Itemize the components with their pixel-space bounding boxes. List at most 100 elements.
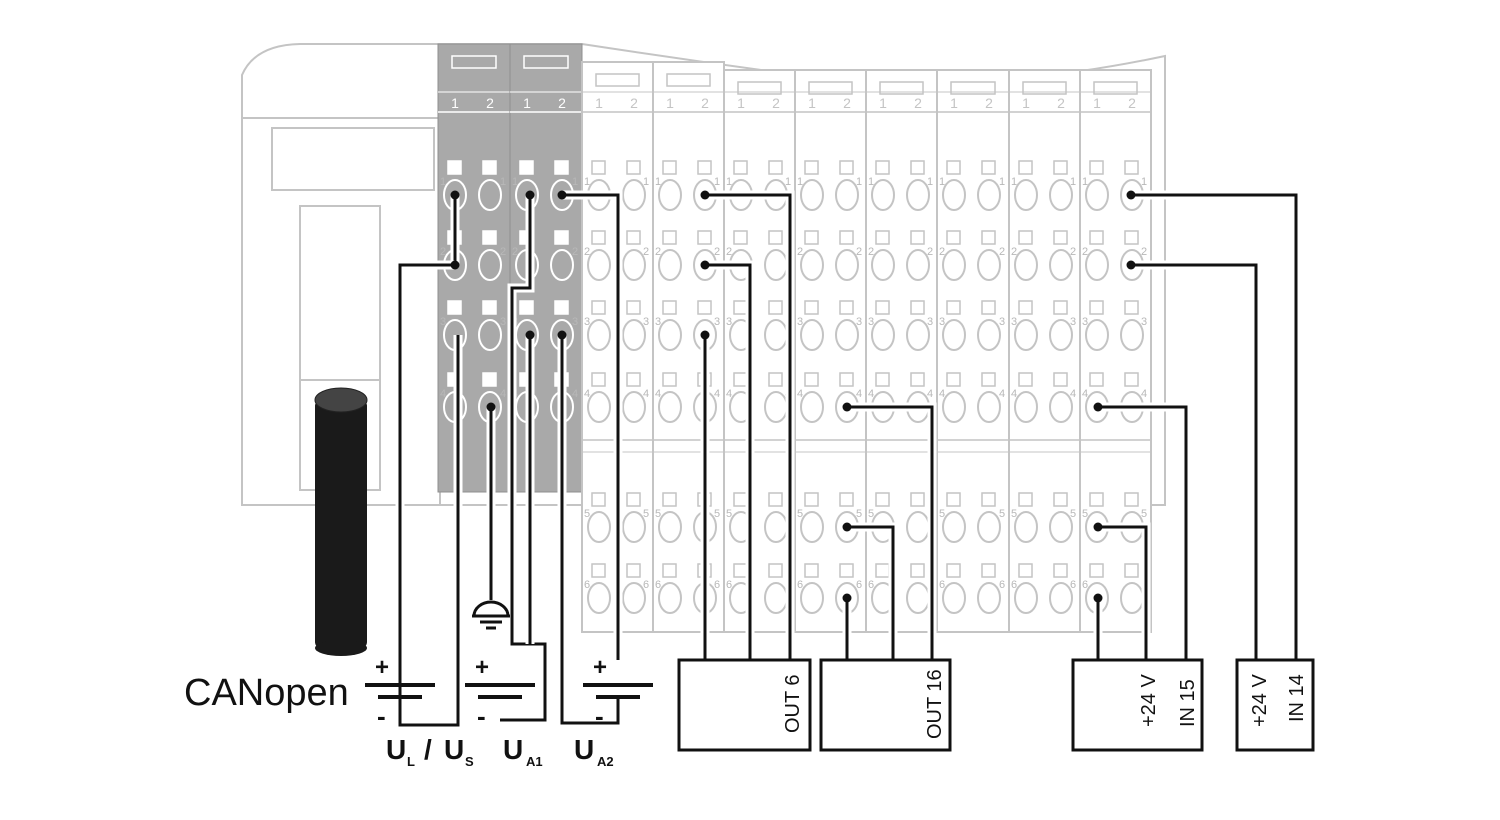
terminal-row-number: 2 <box>1141 246 1147 258</box>
led-indicator <box>554 160 569 175</box>
led-indicator <box>626 300 641 315</box>
device-out6-signal: OUT 6 <box>782 674 804 733</box>
module-header-number: 2 <box>772 95 780 111</box>
terminal-point <box>587 319 611 351</box>
terminal-row-number: 4 <box>440 388 446 400</box>
terminal-row-number: 2 <box>1070 246 1076 258</box>
coupler-display-window <box>271 127 435 191</box>
led-indicator <box>554 300 569 315</box>
terminal-point <box>622 319 646 351</box>
terminal-point <box>977 582 1001 614</box>
module-header-number: 2 <box>843 95 851 111</box>
terminal-row-number: 5 <box>939 508 945 520</box>
terminal-row-number: 5 <box>643 508 649 520</box>
led-indicator <box>626 492 641 507</box>
led-indicator <box>1053 563 1068 578</box>
terminal-row-number: 6 <box>856 579 862 591</box>
terminal-point <box>1014 582 1038 614</box>
led-indicator <box>1053 230 1068 245</box>
terminal-row-number: 2 <box>643 246 649 258</box>
supply-u-s: U <box>444 734 464 765</box>
led-indicator <box>482 372 497 387</box>
terminal-row-number: 4 <box>500 388 506 400</box>
led-indicator <box>946 160 961 175</box>
terminal-row-number: 4 <box>856 388 862 400</box>
terminal-row-number: 1 <box>726 176 732 188</box>
device-out16-signal: OUT 16 <box>924 669 946 739</box>
terminal-row-number: 4 <box>714 388 720 400</box>
module-header-number: 1 <box>451 95 459 111</box>
led-indicator <box>662 160 677 175</box>
led-indicator <box>1124 300 1139 315</box>
terminal-row-number: 6 <box>643 579 649 591</box>
terminal-point <box>1049 582 1073 614</box>
terminal-point <box>478 179 502 211</box>
module-header-number: 2 <box>558 95 566 111</box>
device-out16: OUT 16 <box>819 658 952 752</box>
led-indicator <box>1124 492 1139 507</box>
led-indicator <box>839 563 854 578</box>
terminal-row-number: 4 <box>572 388 578 400</box>
coupler-body <box>241 43 441 506</box>
terminal-row-number: 5 <box>797 508 803 520</box>
terminal-row-number: 3 <box>655 316 661 328</box>
device-in14-supply: +24 V <box>1249 674 1271 727</box>
terminal-point <box>1049 319 1073 351</box>
terminal-row-number: 4 <box>584 388 590 400</box>
led-indicator <box>1018 372 1033 387</box>
module-header-number: 2 <box>630 95 638 111</box>
terminal-row-number: 5 <box>1082 508 1088 520</box>
terminal-row-number: 6 <box>999 579 1005 591</box>
cable-bottom <box>315 640 367 656</box>
terminal-point <box>800 511 824 543</box>
terminal-point <box>587 391 611 423</box>
terminal-point <box>1049 511 1073 543</box>
module-header-number: 2 <box>701 95 709 111</box>
cable-body <box>315 400 367 648</box>
battery-minus-sign: - <box>595 701 604 731</box>
terminal-point <box>1085 319 1109 351</box>
wire-in15-signal-terminal-dot <box>1093 402 1103 412</box>
terminal-point <box>906 319 930 351</box>
led-indicator <box>804 372 819 387</box>
module-label-clip <box>1022 81 1067 95</box>
terminal-point <box>1014 319 1038 351</box>
terminal-row-number: 3 <box>927 316 933 328</box>
wire-out16-ref <box>847 525 895 660</box>
wire-in14-supply <box>1131 263 1258 660</box>
led-indicator <box>1124 230 1139 245</box>
terminal-point <box>942 179 966 211</box>
led-indicator <box>697 230 712 245</box>
led-indicator <box>981 230 996 245</box>
device-in15-supply: +24 V <box>1138 674 1160 727</box>
wire-in14-signal-terminal-dot <box>1126 190 1136 200</box>
terminal-row-number: 2 <box>512 246 518 258</box>
terminal-point <box>835 179 859 211</box>
led-indicator <box>733 230 748 245</box>
supply-u-a2: U <box>574 734 594 765</box>
supply-slash: / <box>424 734 432 765</box>
io-module-body <box>936 69 1010 633</box>
wire-ua2-minus-terminal-dot <box>557 330 567 340</box>
module-header-number: 2 <box>1057 95 1065 111</box>
led-indicator <box>804 492 819 507</box>
led-indicator <box>591 492 606 507</box>
supply-label-ua2: U A2 <box>574 734 614 769</box>
terminal-row-number: 3 <box>856 316 862 328</box>
led-indicator <box>981 160 996 175</box>
module-header-number: 1 <box>950 95 958 111</box>
supply-label-ua1: U A1 <box>503 734 543 769</box>
wire-ua2-plus-terminal-dot <box>557 190 567 200</box>
terminal-point <box>1014 511 1038 543</box>
led-indicator <box>697 300 712 315</box>
terminal-point <box>550 249 574 281</box>
led-indicator <box>839 372 854 387</box>
terminal-row-number: 6 <box>726 579 732 591</box>
led-indicator <box>1124 160 1139 175</box>
led-indicator <box>768 300 783 315</box>
module-header-number: 1 <box>523 95 531 111</box>
led-indicator <box>981 300 996 315</box>
terminal-row-number: 6 <box>939 579 945 591</box>
